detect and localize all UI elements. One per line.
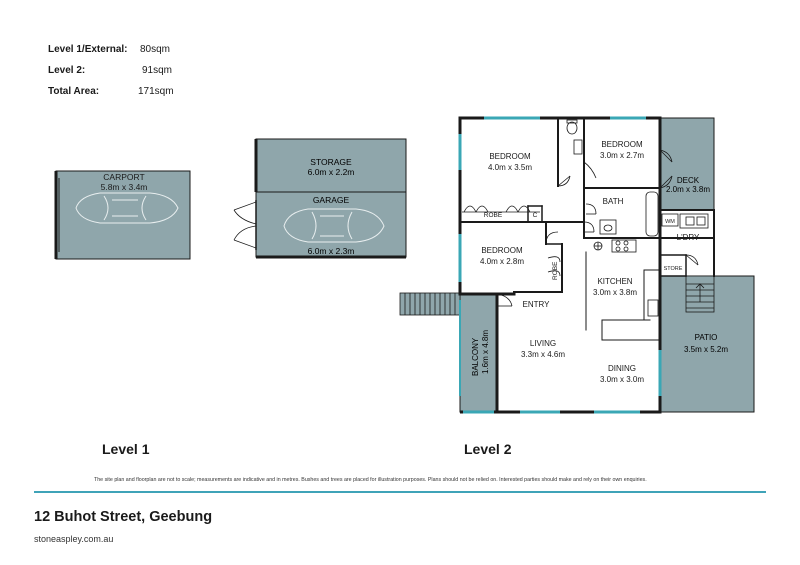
dining-name: DINING (608, 364, 636, 373)
stove-icon (611, 239, 637, 253)
balcony-size: 1.6m x 4.8m (481, 330, 490, 374)
car-icon (283, 208, 385, 243)
area-label: Total Area: (48, 86, 100, 97)
property-address: 12 Buhot Street, Geebung (34, 509, 213, 525)
robe1-label: ROBE (484, 212, 503, 219)
room-labels: BEDROOM 4.0m x 3.5m BEDROOM 3.0m x 2.7m … (480, 140, 700, 384)
house-walls (458, 116, 715, 414)
deck-size: 2.0m x 3.8m (666, 185, 710, 194)
deck: DECK 2.0m x 3.8m (659, 117, 715, 211)
kitchen-name: KITCHEN (597, 277, 632, 286)
balcony: BALCONY 1.6m x 4.8m (459, 293, 498, 414)
bedroom3-size: 4.0m x 2.8m (480, 257, 524, 266)
bedroom1-size: 4.0m x 3.5m (488, 163, 532, 172)
patio-name: PATIO (695, 333, 718, 342)
stairs-left (399, 292, 461, 316)
toilet-icon (566, 119, 578, 135)
washer-icon (661, 213, 679, 227)
cupboard-label: C (533, 212, 538, 219)
bathtub-icon (645, 191, 659, 237)
area-value: 171sqm (138, 86, 174, 97)
car-icon (75, 192, 179, 224)
garage-size: 6.0m x 2.3m (308, 246, 355, 256)
laundry-label: L'DRY (677, 233, 700, 242)
floorplan-drawing: CARPORT 5.8m x 3.4m STORAGE 6.0m x 2.2m … (54, 116, 755, 414)
website-link[interactable]: stoneaspley.com.au (34, 534, 114, 544)
balcony-name: BALCONY (471, 337, 480, 376)
storage-name: STORAGE (310, 157, 352, 167)
bath-label: BATH (603, 197, 624, 206)
area-value: 91sqm (142, 65, 173, 76)
carport-size: 5.8m x 3.4m (101, 182, 148, 192)
windows (458, 116, 662, 414)
bedroom1-name: BEDROOM (489, 152, 531, 161)
carport: CARPORT 5.8m x 3.4m (54, 170, 191, 260)
area-value: 80sqm (140, 44, 171, 55)
kitchen-size: 3.0m x 3.8m (593, 288, 637, 297)
area-label: Level 1/External: (48, 44, 128, 55)
doors (462, 149, 699, 307)
living-size: 3.3m x 4.6m (521, 350, 565, 359)
deck-name: DECK (677, 176, 700, 185)
level1-title: Level 1 (102, 441, 150, 457)
store-label: STORE (664, 266, 683, 272)
garage-door-icon (233, 200, 257, 250)
bedroom2-name: BEDROOM (601, 140, 643, 149)
patio-size: 3.5m x 5.2m (684, 345, 728, 354)
stairs-right (685, 275, 715, 313)
bedroom3-name: BEDROOM (481, 246, 523, 255)
garage-name: GARAGE (313, 195, 350, 205)
carport-name: CARPORT (103, 172, 144, 182)
robe2-label: ROBE (552, 261, 559, 280)
laundry-tub-icon (679, 213, 709, 229)
area-label: Level 2: (48, 65, 86, 76)
level2-title: Level 2 (464, 441, 512, 457)
vanity-icon (599, 219, 617, 235)
dining-size: 3.0m x 3.0m (600, 375, 644, 384)
washer-label: WM (665, 219, 675, 225)
fixtures (566, 119, 709, 317)
living-name: LIVING (530, 339, 556, 348)
disclaimer: The site plan and floorplan are not to s… (94, 477, 647, 483)
basin-icon (573, 139, 583, 155)
entry-label: ENTRY (523, 300, 551, 309)
storage-size: 6.0m x 2.2m (308, 167, 355, 177)
storage-garage: STORAGE 6.0m x 2.2m GARAGE 6.0m x 2.3m (233, 138, 407, 259)
divider (34, 491, 766, 493)
bedroom2-size: 3.0m x 2.7m (600, 151, 644, 160)
sink-icon (593, 241, 603, 251)
